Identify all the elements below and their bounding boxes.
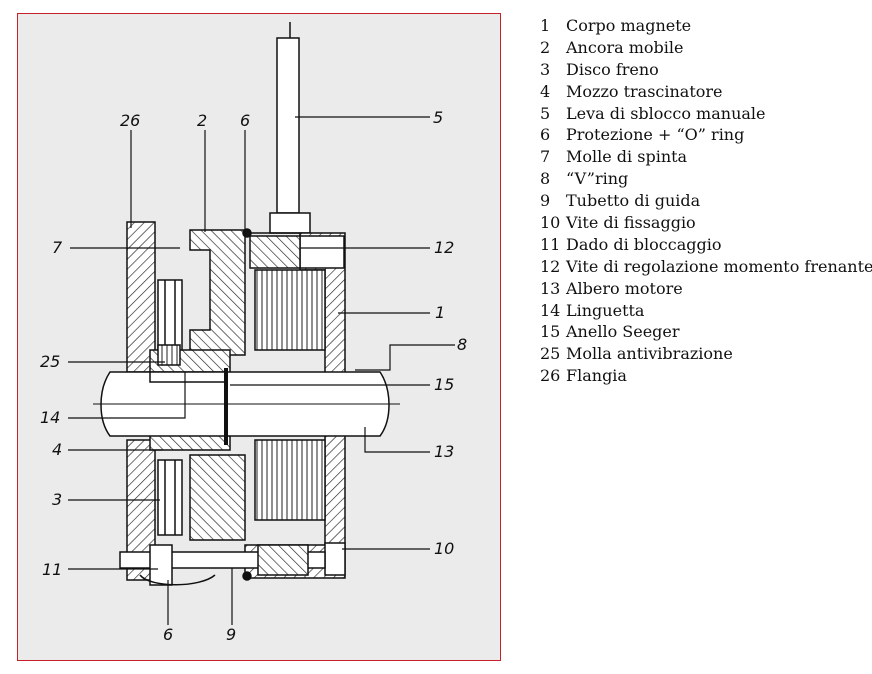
parts-legend: 1 Corpo magnete 2 Ancora mobile 3 Disco freno…	[540, 15, 872, 387]
legend-item-label: Anello Seeger	[566, 322, 680, 342]
legend-item: 2 Ancora mobile	[540, 37, 872, 59]
callout-1: 1	[435, 303, 445, 322]
legend-item-number: 9	[540, 191, 551, 211]
legend-item: 9 Tubetto di guida	[540, 190, 872, 212]
coil-lower	[254, 439, 326, 521]
callout-7: 7	[52, 238, 63, 257]
callout-8: 8	[457, 335, 467, 354]
callout-10: 10	[434, 539, 454, 558]
legend-item: 4 Mozzo trascinatore	[540, 81, 872, 103]
brake-disc-lower	[157, 459, 183, 536]
callout-15: 15	[434, 375, 454, 394]
legend-item-number: 3	[540, 59, 551, 79]
callout-5: 5	[433, 108, 443, 127]
fixing-screw-head	[324, 542, 346, 576]
legend-item-number: 11	[540, 234, 561, 254]
legend-item-label: Albero motore	[566, 278, 683, 298]
legend-item: 6 Protezione + “O” ring	[540, 124, 872, 146]
legend-item-label: Ancora mobile	[566, 37, 684, 57]
legend-item-number: 15	[540, 322, 561, 342]
legend-item-label: Dado di bloccaggio	[566, 234, 722, 254]
callout-6-top: 6	[240, 111, 250, 130]
adjust-screw	[299, 235, 345, 269]
legend-item-number: 2	[540, 37, 551, 57]
legend-item-number: 5	[540, 103, 551, 123]
legend-item: 3 Disco freno	[540, 59, 872, 81]
anti-vibration-spring	[157, 344, 181, 366]
callout-25: 25	[40, 352, 60, 371]
legend-item-number: 14	[540, 300, 561, 320]
legend-item: 1 Corpo magnete	[540, 15, 872, 37]
legend-item-label: Tubetto di guida	[566, 191, 701, 211]
callout-6-bottom: 6	[163, 625, 173, 644]
legend-item-label: Mozzo trascinatore	[566, 81, 723, 101]
legend-item-number: 25	[540, 344, 561, 364]
flange	[126, 221, 156, 373]
legend-item-number: 10	[540, 213, 561, 233]
callout-11: 11	[42, 560, 62, 579]
armature-lower	[189, 454, 246, 541]
callout-14: 14	[40, 408, 60, 427]
legend-item-label: Protezione + “O” ring	[566, 125, 745, 145]
legend-item: 8 “V”ring	[540, 168, 872, 190]
callout-9: 9	[226, 625, 236, 644]
lock-nut	[149, 544, 173, 586]
callout-2: 2	[197, 111, 207, 130]
legend-item-label: Linguetta	[566, 300, 645, 320]
legend-item-number: 4	[540, 81, 551, 101]
legend-item: 7 Molle di spinta	[540, 146, 872, 168]
legend-item-label: Disco freno	[566, 59, 659, 79]
key	[149, 371, 226, 383]
legend-item-label: Corpo magnete	[566, 16, 692, 35]
legend-item-number: 13	[540, 278, 561, 298]
upper-spring	[249, 235, 301, 269]
legend-item-label: Vite di regolazione momento frenante	[566, 256, 872, 276]
legend-item-number: 6	[540, 125, 551, 145]
release-lever	[276, 37, 300, 214]
lower-spring	[257, 544, 309, 576]
legend-item: 5 Leva di sblocco manuale	[540, 103, 872, 125]
coil	[254, 269, 326, 351]
callout-3: 3	[52, 490, 62, 509]
callout-13: 13	[434, 442, 454, 461]
legend-item-label: Leva di sblocco manuale	[566, 103, 766, 123]
legend-item-number: 8	[540, 169, 551, 189]
legend-item-label: Molle di spinta	[566, 147, 688, 167]
legend-item-label: Molla antivibrazione	[566, 344, 733, 364]
lever-base	[269, 212, 311, 234]
legend-item-number: 26	[540, 366, 561, 386]
callout-4: 4	[52, 440, 62, 459]
legend-item-label: “V”ring	[566, 169, 629, 189]
legend-item-number: 12	[540, 256, 561, 276]
legend-item-number: 7	[540, 147, 551, 167]
legend-item-number: 1	[540, 16, 551, 35]
callout-26: 26	[120, 111, 140, 130]
legend-item-label: Vite di fissaggio	[566, 213, 696, 233]
armature	[189, 229, 246, 356]
callout-12: 12	[434, 238, 454, 257]
protection-ring	[139, 574, 216, 586]
brake-disc	[157, 279, 183, 356]
legend-item-label: Flangia	[566, 366, 627, 386]
